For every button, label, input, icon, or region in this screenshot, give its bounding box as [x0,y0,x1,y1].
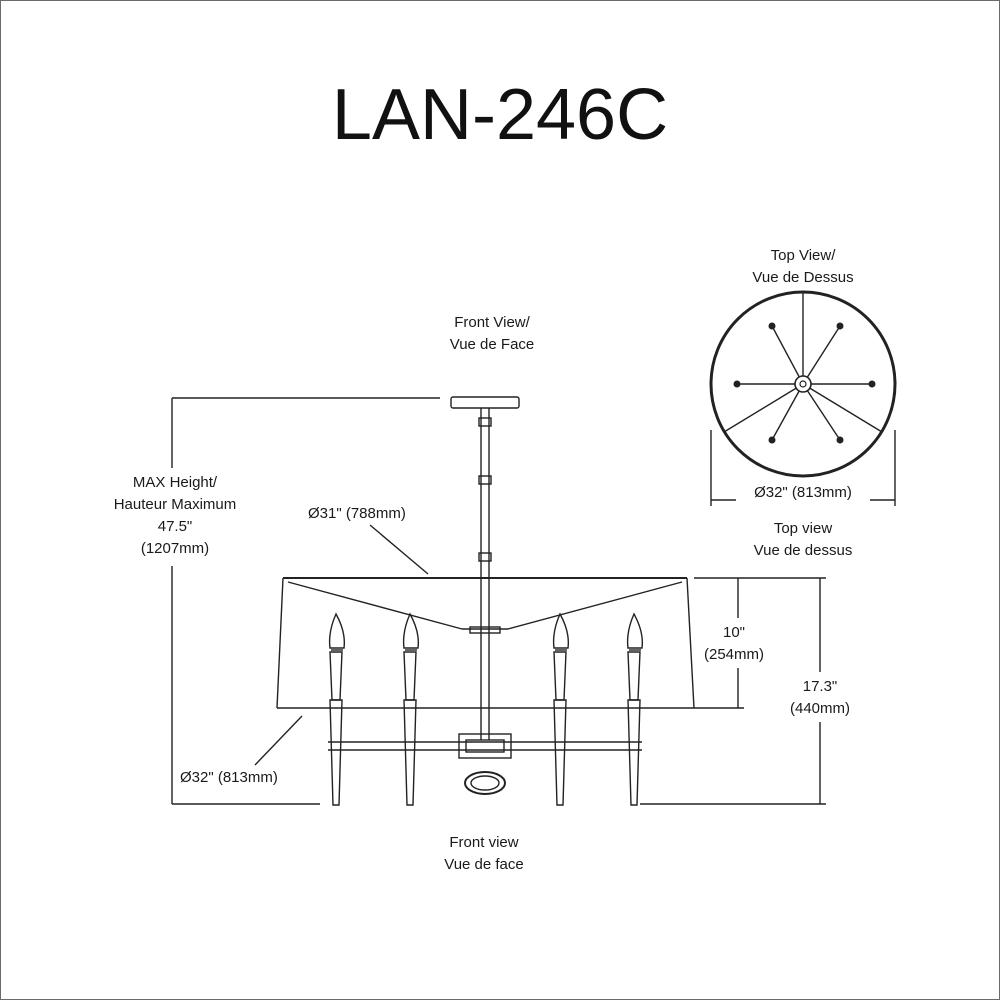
front-view-label-line1: Front view [449,834,519,851]
canopy [450,396,520,409]
diffuser-left-line [287,581,463,630]
shade-height-line1: 10" [722,624,746,641]
front-view-caption-line2: Vue de Face [449,336,535,353]
arm [802,383,841,441]
front-view-caption: Front View/ Vue de Face [450,312,535,356]
top-view-label: Top view Vue de dessus [754,518,853,562]
shade-outline-circle [709,290,897,478]
shade-top-diameter-label: Ø31" (788mm) [308,505,406,522]
top-view-hub [794,375,812,393]
shade-height-line2: (254mm) [703,646,765,663]
center-hub [458,733,512,759]
top-view-label-line1: Top view [773,520,833,537]
shade-left-side [276,577,284,709]
front-view-drawing [276,396,695,806]
candle-sleeve [403,651,417,701]
candle-arm-2 [402,612,420,806]
shade-height-dimension: 10" (254mm) [704,622,764,666]
top-view-drawing [709,290,897,506]
stem-coupler-top [478,417,492,427]
max-height-line3: 47.5" [157,518,193,535]
top-view-hub-center [799,380,807,388]
candle-sleeve [553,651,567,701]
max-height-line4: (1207mm) [140,540,210,557]
candle-arm-4 [626,612,644,806]
candle-sleeve [329,651,343,701]
fixture-height-line1: 17.3" [802,678,838,695]
max-height-line2: Hauteur Maximum [113,496,237,513]
arm-end-dot [733,380,741,388]
candle-post [403,699,417,806]
candle-sleeve [627,651,641,701]
top-view-diameter-label: Ø32" (813mm) [754,484,852,501]
candle-post [627,699,641,806]
stem-coupler-lower [478,552,492,562]
diffuser-center-plate [469,626,501,634]
top-view-caption: Top View/ Vue de Dessus [752,245,853,289]
shade-top-leader [369,524,429,575]
fixture-height-line2: (440mm) [789,700,851,717]
candle-bulb [552,612,570,649]
shade-bottom-diameter-label: Ø32" (813mm) [180,769,278,786]
arm-end-dot [836,436,844,444]
top-view-label-line2: Vue de dessus [753,542,853,559]
top-view-caption-line1: Top View/ [770,247,836,264]
spoke [723,383,804,433]
candle-arm-3 [552,612,570,806]
arm-end-dot [868,380,876,388]
arm [802,325,841,385]
arm-end-dot [768,436,776,444]
candle-arm-1 [328,612,346,806]
shade-right-side [686,577,695,709]
candle-bulb [626,612,644,649]
model-title: LAN-246C [331,75,669,155]
max-height-dimension: MAX Height/ Hauteur Maximum 47.5" (1207m… [114,472,237,560]
front-view-label-line2: Vue de face [444,856,524,873]
arm [771,325,804,385]
arm-end-dot [768,322,776,330]
shade-bottom-leader [254,715,303,766]
spoke [802,383,883,433]
stem-coupler-middle [478,475,492,485]
fixture-height-dimension: 17.3" (440mm) [790,676,850,720]
front-view-caption-line1: Front View/ [454,314,530,331]
diffuser-right-line [507,581,683,630]
arm-end-dot [836,322,844,330]
top-view-caption-line2: Vue de Dessus [752,269,854,286]
candle-bulb [402,612,420,649]
bottom-finial-ring [464,771,506,795]
center-hub-inner [465,739,505,753]
front-view-label: Front view Vue de face [444,832,524,876]
max-height-line1: MAX Height/ [132,474,218,491]
candle-post [553,699,567,806]
candle-post [329,699,343,806]
candle-bulb [328,612,346,649]
bottom-finial-ring-inner [470,775,500,791]
arm [771,383,804,441]
front-dimension-lines [171,397,826,805]
